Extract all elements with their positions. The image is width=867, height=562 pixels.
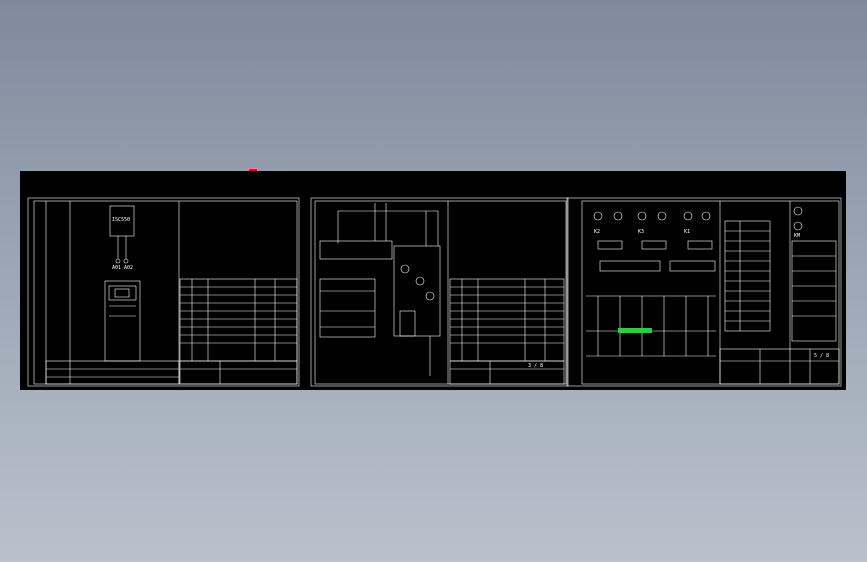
relay-k2-label: K2 [594,229,600,235]
terminal-b-label: A02 [124,265,133,271]
relay-km-label: KM [794,233,800,239]
sheet-2 [310,197,569,387]
highlighted-selection[interactable] [618,328,652,333]
parts-table [179,278,298,362]
cabinet-outline [104,280,141,362]
sheet-number-label-2: 5 / 8 [814,353,829,359]
drawing-svg: ISC550 A01 A02 K2 K3 K1 KM 3 / 8 5 / 8 [27,197,842,387]
parts-table-2 [449,278,565,362]
sheet-1 [27,197,300,387]
relay-k3-label: K3 [638,229,644,235]
terminal-a-label: A01 [112,265,121,271]
module-model-label: ISC550 [112,217,130,223]
drawing-canvas[interactable]: ISC550 A01 A02 K2 K3 K1 KM 3 / 8 5 / 8 [20,171,846,390]
module-box [109,205,135,237]
sheet-3 [566,197,842,387]
relay-k1-label: K1 [684,229,690,235]
terminal-strip [724,220,771,332]
sheet-number-label: 3 / 8 [528,363,543,369]
title-block [179,360,298,385]
